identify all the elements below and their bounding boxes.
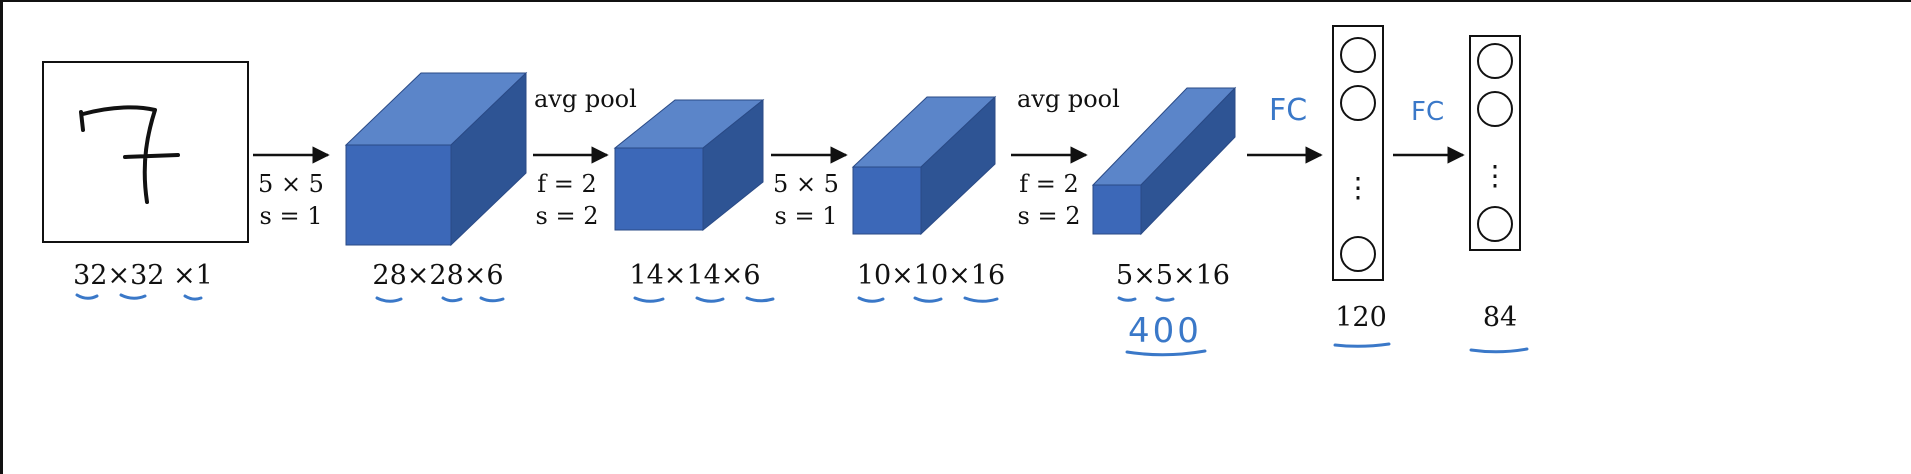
neuron-node xyxy=(1340,37,1376,73)
input-underline xyxy=(75,293,203,301)
fc-2-underline xyxy=(1469,347,1529,354)
volume-1-dims: 28×28×6 xyxy=(372,260,503,291)
volume-3-dims: 10×10×16 xyxy=(857,260,1005,291)
volume-4 xyxy=(1091,86,1237,236)
volume-3-underline xyxy=(857,296,999,303)
op-2-line2: s = 2 xyxy=(536,202,599,230)
fc-label-2: FC xyxy=(1411,97,1444,127)
op-2-line1: f = 2 xyxy=(537,170,597,198)
flatten-size-note: 400 xyxy=(1128,311,1202,351)
op-3-line1: 5 × 5 xyxy=(773,170,839,198)
neuron-node xyxy=(1340,236,1376,272)
fc-label-1: FC xyxy=(1269,93,1307,128)
volume-2 xyxy=(613,98,765,232)
volume-4-underline xyxy=(1117,296,1175,302)
fc-1-ellipsis: ⋮ xyxy=(1344,171,1372,204)
fc-layer-2: ⋮ xyxy=(1469,35,1521,251)
fc-1-underline xyxy=(1333,342,1391,348)
volume-2-underline xyxy=(633,296,775,303)
neuron-node xyxy=(1340,85,1376,121)
volume-1-underline xyxy=(375,296,505,303)
volume-3 xyxy=(851,95,997,236)
fc-1-units: 120 xyxy=(1335,302,1387,333)
handwritten-digit xyxy=(79,105,180,204)
fc-2-ellipsis: ⋮ xyxy=(1481,159,1509,192)
op-4-line2: s = 2 xyxy=(1018,202,1081,230)
op-2-title: avg pool xyxy=(534,85,637,113)
fc-2-units: 84 xyxy=(1483,302,1517,333)
neuron-node xyxy=(1477,206,1513,242)
lenet-diagram: 7 32×32 ×1 28×28×6 14×14×6 10×10×16 5×5×… xyxy=(42,25,1529,357)
fc-layer-1: ⋮ xyxy=(1332,25,1384,281)
volume-1 xyxy=(344,71,528,247)
volume-4-dims: 5×5×16 xyxy=(1116,260,1230,291)
volume-2-dims: 14×14×6 xyxy=(629,260,760,291)
input-dims: 32×32 ×1 xyxy=(73,260,213,291)
op-1-line2: s = 1 xyxy=(260,202,323,230)
input-image: 7 xyxy=(42,61,249,243)
op-3-line2: s = 1 xyxy=(775,202,838,230)
op-4-line1: f = 2 xyxy=(1019,170,1079,198)
neuron-node xyxy=(1477,91,1513,127)
op-1-line1: 5 × 5 xyxy=(258,170,324,198)
op-4-title: avg pool xyxy=(1017,85,1120,113)
flatten-size-underline xyxy=(1125,349,1207,357)
neuron-node xyxy=(1477,43,1513,79)
